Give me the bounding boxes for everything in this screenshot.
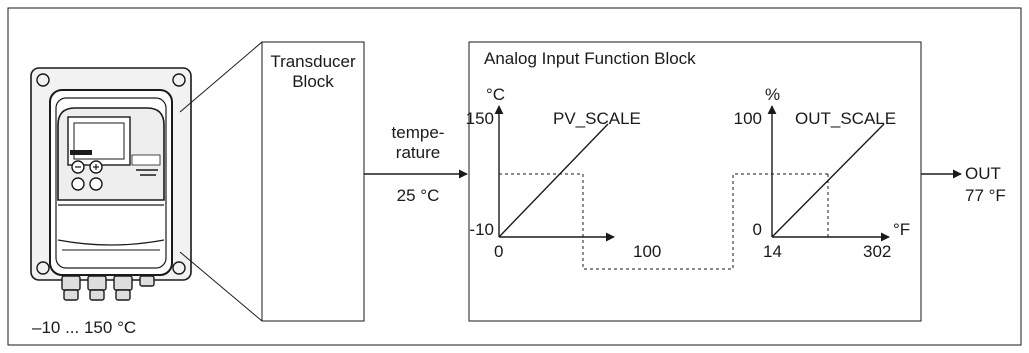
- out-x-min: 14: [763, 242, 782, 261]
- pv-y-max: 150: [465, 109, 494, 128]
- signal-value: 25 °C: [396, 186, 440, 205]
- ai-block-title: Analog Input Function Block: [484, 49, 696, 68]
- out-y-unit: %: [765, 85, 781, 104]
- output-label: OUT: [965, 164, 1001, 183]
- device-range-label: –10 ... 150 °C: [32, 318, 137, 337]
- pv-y-min: -10: [469, 220, 494, 239]
- ai-block-box: [468, 41, 922, 322]
- out-y-min: 0: [752, 220, 762, 239]
- zoom-line-bottom: [179, 251, 263, 322]
- out-scale-chart: [767, 105, 890, 242]
- pv-y-unit: °C: [486, 85, 506, 104]
- out-y-max: 100: [733, 109, 762, 128]
- signal-label-1: tempe-: [391, 123, 445, 142]
- pv-x-min: 0: [494, 242, 504, 261]
- out-scale-name: OUT_SCALE: [795, 109, 897, 128]
- pv-x-max: 100: [633, 242, 662, 261]
- transducer-block-title-1: Transducer: [270, 52, 356, 71]
- pv-scale-name: PV_SCALE: [553, 109, 641, 128]
- transmitter-device-icon: [30, 67, 192, 301]
- output-value: 77 °F: [965, 186, 1006, 205]
- pv-scale-line: [498, 123, 609, 238]
- zoom-line-top: [179, 41, 263, 113]
- pv-scale-chart: [494, 105, 615, 242]
- transducer-block-title-2: Block: [292, 72, 334, 91]
- transducer-block-box: [261, 41, 365, 322]
- outer-frame: [7, 7, 1022, 346]
- out-x-unit: °F: [893, 220, 911, 239]
- out-x-max: 302: [863, 242, 892, 261]
- signal-label-2: rature: [395, 143, 441, 162]
